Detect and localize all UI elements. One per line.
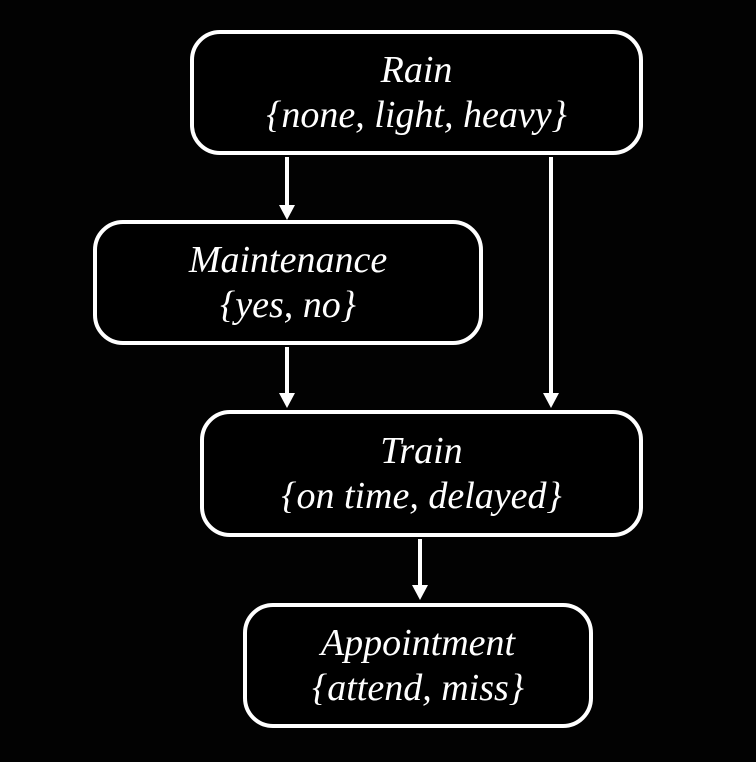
node-rain: Rain {none, light, heavy} bbox=[190, 30, 643, 155]
node-rain-values: {none, light, heavy} bbox=[266, 93, 567, 136]
node-maintenance-label: Maintenance bbox=[188, 238, 388, 281]
arrow-shaft bbox=[285, 347, 289, 393]
arrow-shaft bbox=[285, 157, 289, 205]
arrow-head-icon bbox=[412, 585, 428, 600]
node-maintenance-values: {yes, no} bbox=[220, 283, 356, 326]
arrow-head-icon bbox=[279, 205, 295, 220]
node-appointment-label: Appointment bbox=[320, 621, 516, 664]
node-rain-label: Rain bbox=[380, 48, 453, 91]
edge-train-to-appointment bbox=[412, 539, 428, 600]
node-train: Train {on time, delayed} bbox=[200, 410, 643, 537]
arrow-shaft bbox=[418, 539, 422, 585]
node-maintenance: Maintenance {yes, no} bbox=[93, 220, 483, 345]
edge-rain-to-train bbox=[543, 157, 559, 408]
arrow-head-icon bbox=[279, 393, 295, 408]
arrow-head-icon bbox=[543, 393, 559, 408]
arrow-shaft bbox=[549, 157, 553, 393]
node-appointment-values: {attend, miss} bbox=[312, 666, 524, 709]
edge-maintenance-to-train bbox=[279, 347, 295, 408]
node-train-values: {on time, delayed} bbox=[281, 474, 562, 517]
edge-rain-to-maintenance bbox=[279, 157, 295, 220]
node-appointment: Appointment {attend, miss} bbox=[243, 603, 593, 728]
node-train-label: Train bbox=[380, 429, 463, 472]
